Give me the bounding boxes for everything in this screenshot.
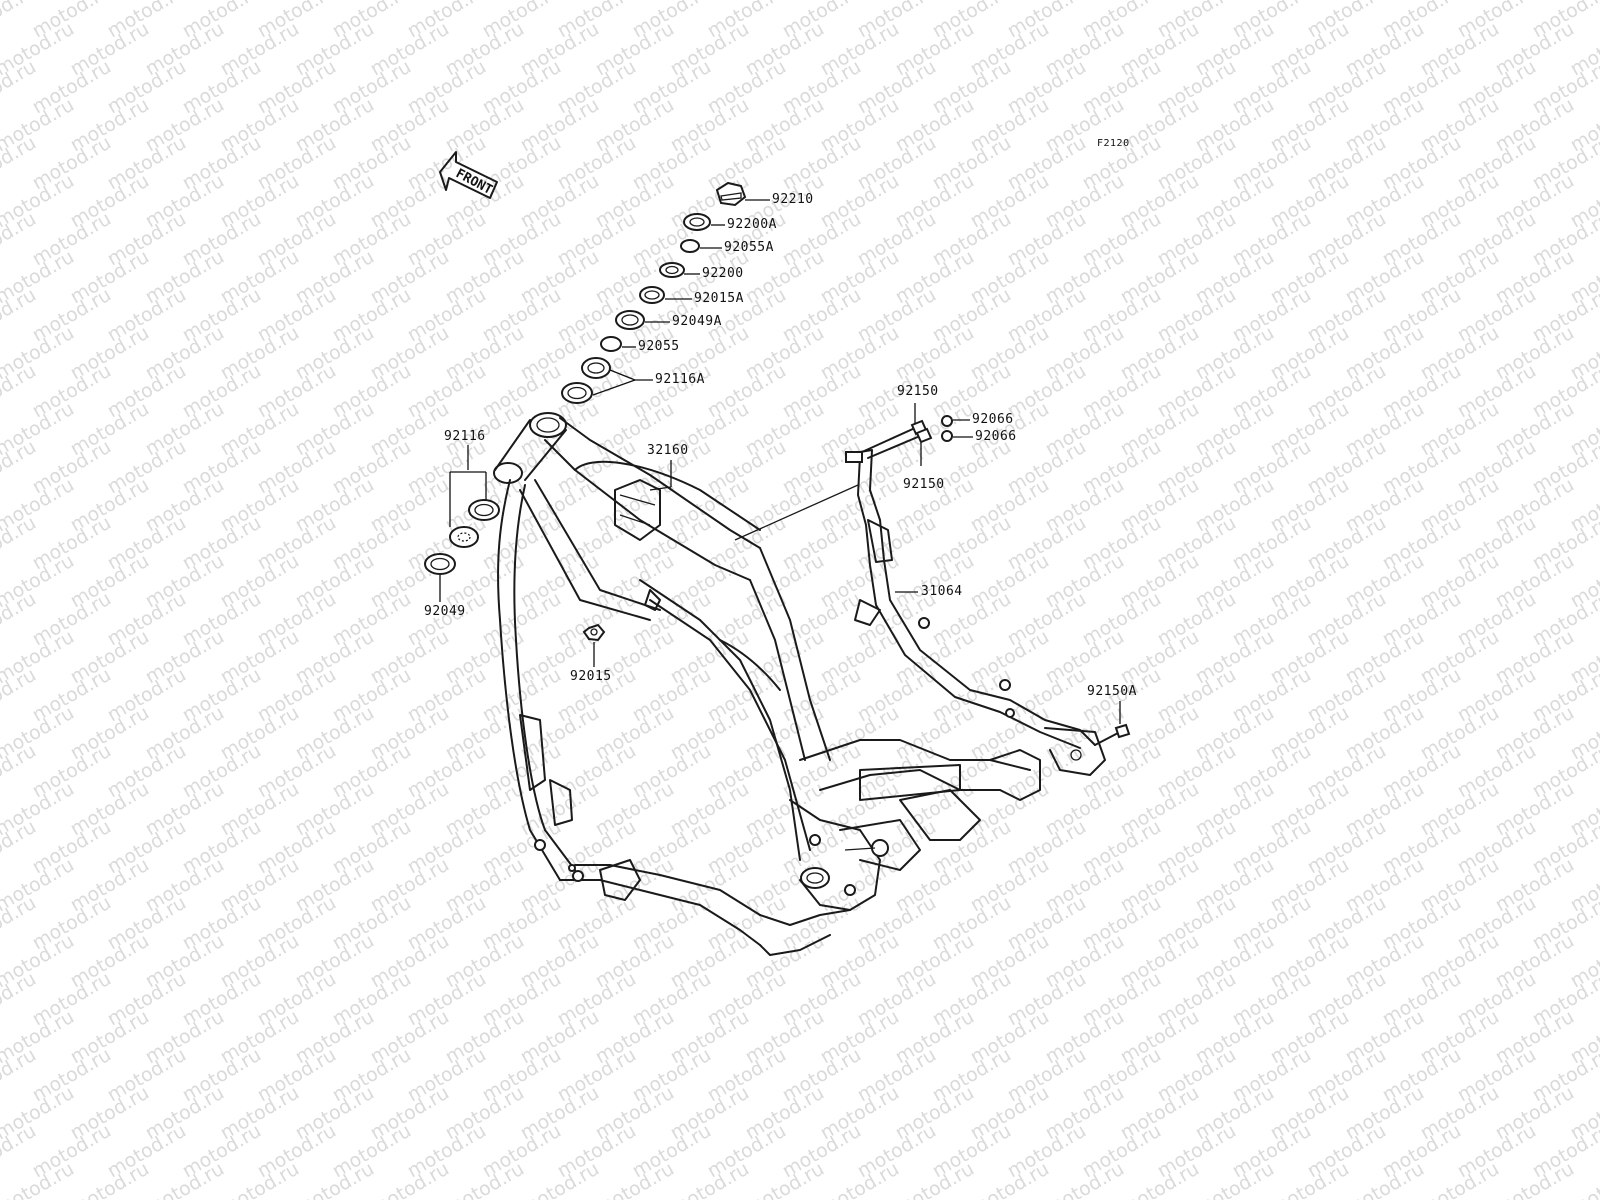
nut-92015A	[639, 286, 665, 304]
part-label-31064[interactable]: 31064	[921, 584, 963, 599]
part-label-92015A[interactable]: 92015A	[694, 291, 744, 306]
lower-bearing-stack	[424, 499, 500, 575]
part-label-92116[interactable]: 92116	[444, 429, 486, 444]
part-label-92150-lower[interactable]: 92150	[903, 477, 945, 492]
main-frame-32160	[493, 412, 1041, 956]
part-label-32160[interactable]: 32160	[647, 443, 689, 458]
leader-lines	[439, 199, 1121, 724]
oring-92055A	[680, 239, 700, 253]
part-label-92200A[interactable]: 92200A	[727, 217, 777, 232]
part-label-92150A[interactable]: 92150A	[1087, 684, 1137, 699]
diagram-code: F2120	[1097, 138, 1130, 149]
oring-92055	[600, 336, 622, 352]
part-label-92210[interactable]: 92210	[772, 192, 814, 207]
steering-stack	[561, 181, 747, 404]
part-label-92066-upper[interactable]: 92066	[972, 412, 1014, 427]
rear-frame-31064	[845, 449, 1106, 776]
part-label-92049[interactable]: 92049	[424, 604, 466, 619]
part-label-92015[interactable]: 92015	[570, 669, 612, 684]
part-label-92200[interactable]: 92200	[702, 266, 744, 281]
part-label-92049A[interactable]: 92049A	[672, 314, 722, 329]
bearing-92049A	[615, 310, 645, 330]
part-label-92116A[interactable]: 92116A	[655, 372, 705, 387]
part-label-92055A[interactable]: 92055A	[724, 240, 774, 255]
part-label-92066-lower[interactable]: 92066	[975, 429, 1017, 444]
part-label-92055[interactable]: 92055	[638, 339, 680, 354]
bolt-92150A	[1094, 723, 1131, 746]
race-92116A-upper	[581, 357, 611, 379]
part-label-92150-upper[interactable]: 92150	[897, 384, 939, 399]
washer-92200A	[683, 213, 711, 231]
race-92116A-lower	[561, 382, 593, 404]
front-arrow-icon: FRONT	[439, 151, 498, 199]
nut-92015	[582, 623, 606, 642]
lockwasher-92200	[659, 262, 685, 278]
bolts-92150	[861, 415, 953, 459]
